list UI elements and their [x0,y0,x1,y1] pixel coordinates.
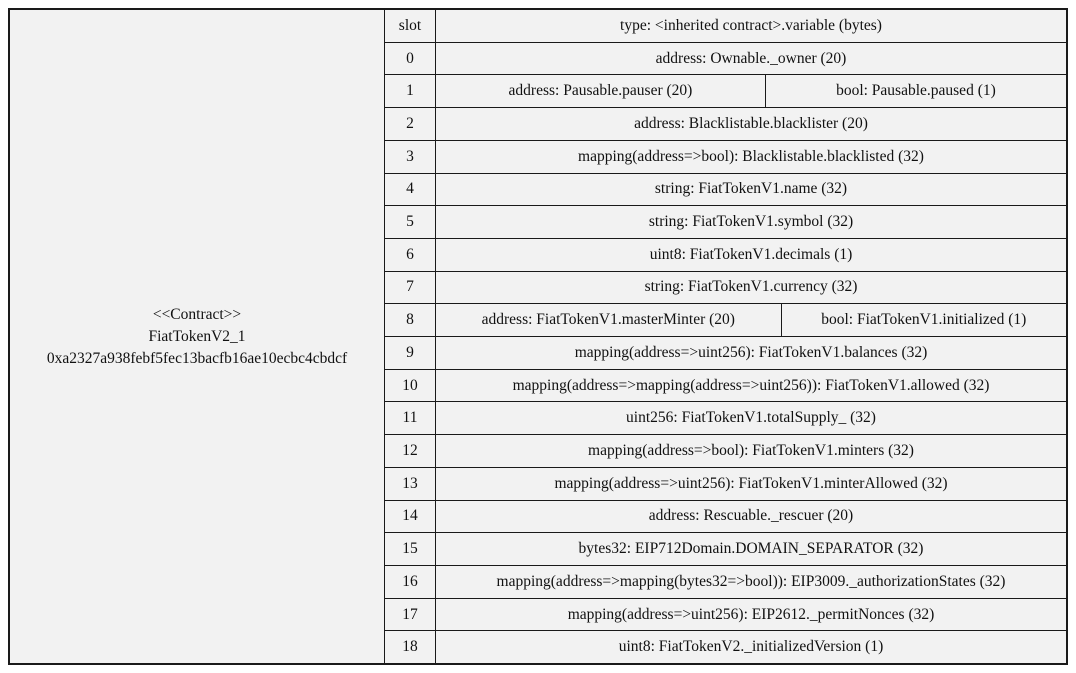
slot-number-cell: 14 [385,500,436,533]
variable-cell: address: Rescuable._rescuer (20) [648,507,854,525]
slot-number-cell: 12 [385,435,436,467]
slot-number-cell: 16 [385,565,436,598]
slot-number-cell: 11 [385,402,436,435]
slot-number-cell: 9 [385,337,436,369]
slot-number-cell: 4 [385,173,436,206]
slot-number-cell: 7 [385,271,436,304]
slot-number-cell: 0 [385,42,436,75]
slot-number-cell: 13 [385,467,436,500]
table-row: 5 string: FiatTokenV1.symbol (32) [385,205,1066,238]
contract-address: 0xa2327a938febf5fec13bacfb16ae10ecbc4cbd… [46,349,348,367]
table-row: 9 mapping(address=>uint256): FiatTokenV1.… [385,336,1066,369]
variable-cell: mapping(address=>uint256): FiatTokenV1.m… [554,474,948,492]
type-column-header: type: <inherited contract>.variable (byt… [620,16,882,34]
table-row: 18 uint8: FiatTokenV2._initializedVersion… [385,630,1066,664]
contract-name: FiatTokenV2_1 [148,327,246,345]
storage-slot-table: slot type: <inherited contract>.variable… [385,10,1066,664]
table-row: 1 address: Pausable.pauser (20) bool: Paus… [385,74,1066,108]
slot-number-cell: 15 [385,533,436,565]
variable-cell: mapping(address=>bool): FiatTokenV1.mint… [588,441,914,459]
table-row: 0 address: Ownable._owner (20) [385,41,1066,75]
contract-info-cell: <<Contract>> FiatTokenV2_1 0xa2327a938fe… [10,10,385,663]
slot-number-cell: 2 [385,108,436,140]
table-row: 8 address: FiatTokenV1.masterMinter (20) b… [385,303,1066,337]
slot-number-cell: 10 [385,369,436,402]
contract-storage-diagram: <<Contract>> FiatTokenV2_1 0xa2327a938fe… [8,8,1068,665]
table-row: 12 mapping(address=>bool): FiatTokenV1.mi… [385,434,1066,467]
variable-cell: string: FiatTokenV1.symbol (32) [648,213,854,231]
variable-cell: bool: FiatTokenV1.initialized (1) [780,304,1066,337]
slot-number-cell: 3 [385,140,436,173]
variable-cell: string: FiatTokenV1.currency (32) [644,278,858,296]
variable-cell: string: FiatTokenV1.name (32) [654,180,848,198]
table-row: 13 mapping(address=>uint256): FiatTokenV1… [385,466,1066,500]
variable-cell: uint8: FiatTokenV1.decimals (1) [649,245,853,263]
slot-column-header: slot [385,10,436,42]
slot-number-cell: 8 [385,304,436,337]
table-row: 2 address: Blacklistable.blacklister (20) [385,107,1066,140]
table-row: 7 string: FiatTokenV1.currency (32) [385,270,1066,304]
variable-cell: mapping(address=>uint256): FiatTokenV1.b… [574,343,928,361]
variable-cell: address: FiatTokenV1.masterMinter (20) [481,311,735,329]
variable-cell: mapping(address=>bool): Blacklistable.bl… [578,147,924,165]
slot-number-cell: 5 [385,206,436,238]
table-row: 15 bytes32: EIP712Domain.DOMAIN_SEPARATOR… [385,532,1066,565]
variable-cell: address: Ownable._owner (20) [655,49,847,67]
table-row: 17 mapping(address=>uint256): EIP2612._pe… [385,597,1066,631]
slot-number-cell: 17 [385,598,436,631]
variable-cell: bytes32: EIP712Domain.DOMAIN_SEPARATOR (… [578,540,924,558]
table-row: 10 mapping(address=>mapping(address=>uint… [385,368,1066,402]
contract-stereotype: <<Contract>> [152,305,242,323]
variable-cell: mapping(address=>uint256): EIP2612._perm… [567,605,935,623]
variable-cell: address: Pausable.pauser (20) [508,82,693,100]
variable-cell: uint256: FiatTokenV1.totalSupply_ (32) [626,409,876,427]
table-row: 6 uint8: FiatTokenV1.decimals (1) [385,237,1066,271]
table-row: 4 string: FiatTokenV1.name (32) [385,172,1066,206]
variable-cell: address: Blacklistable.blacklister (20) [634,114,868,132]
table-row: 14 address: Rescuable._rescuer (20) [385,499,1066,533]
variable-cell: uint8: FiatTokenV2._initializedVersion (… [618,638,884,656]
table-row: 11 uint256: FiatTokenV1.totalSupply_ (32) [385,401,1066,435]
table-row: 3 mapping(address=>bool): Blacklistable.b… [385,139,1066,173]
slot-number-cell: 6 [385,238,436,271]
table-header-row: slot type: <inherited contract>.variable… [385,10,1066,42]
table-row: 16 mapping(address=>mapping(bytes32=>bool… [385,564,1066,598]
slot-number-cell: 1 [385,75,436,108]
variable-cell: mapping(address=>mapping(bytes32=>bool))… [496,572,1006,590]
variable-cell: bool: Pausable.paused (1) [764,75,1066,108]
variable-cell: mapping(address=>mapping(address=>uint25… [512,376,990,394]
slot-number-cell: 18 [385,631,436,664]
